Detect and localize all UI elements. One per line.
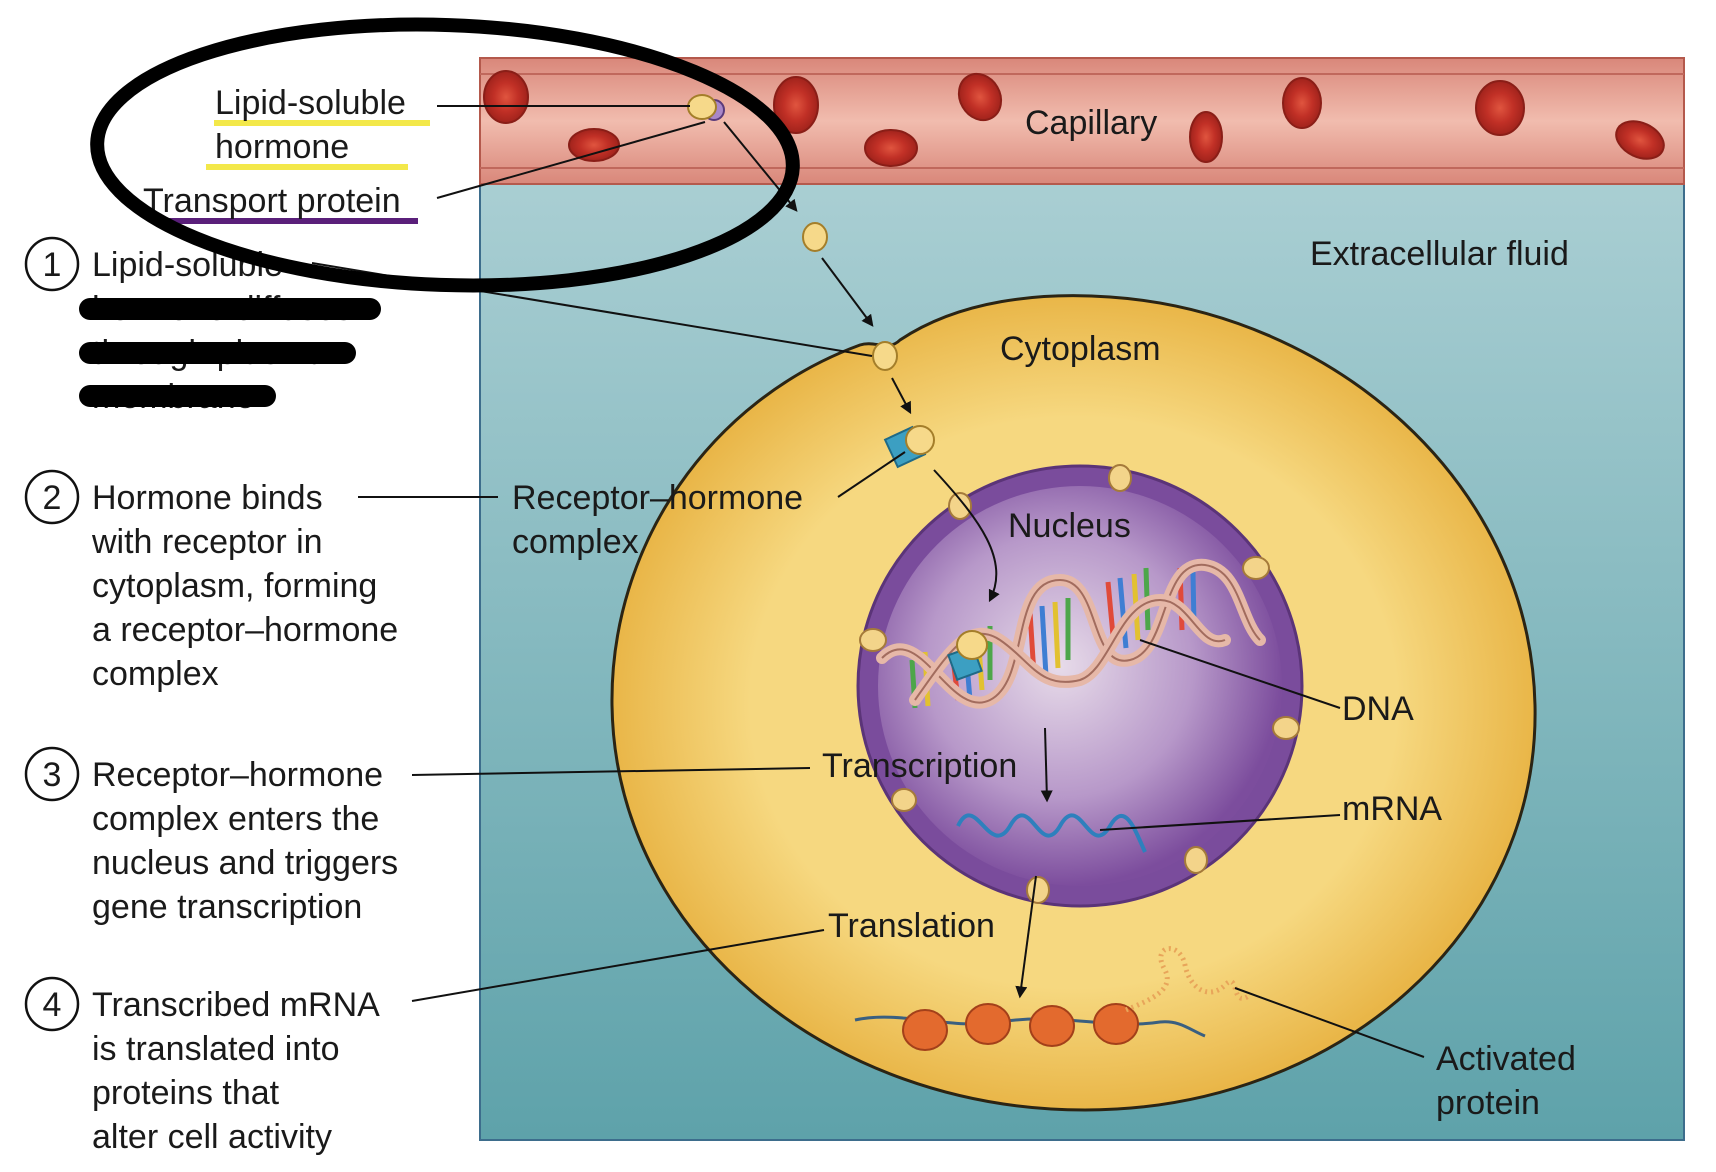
step-4: 4 Transcribed mRNA is translated into pr… — [24, 976, 380, 1156]
step-text-line: complex enters the — [92, 800, 379, 838]
hormone-pathway — [687, 94, 1053, 999]
step-number: 1 — [43, 246, 62, 284]
step-number: 2 — [43, 479, 62, 517]
dna-label: DNA — [1342, 690, 1414, 728]
step-text-line: a receptor–hormone — [92, 611, 398, 649]
mrna-strand — [956, 813, 1147, 853]
transport-protein-label: Transport protein — [143, 182, 401, 220]
nuclear-pore — [1272, 716, 1300, 740]
receptor-hormone-complex-label: Receptor–hormone — [512, 479, 803, 517]
ribosome — [902, 1009, 948, 1051]
extracellular-fluid-label: Extracellular fluid — [1310, 235, 1569, 273]
hormone-molecule — [905, 425, 935, 455]
ribosomes — [854, 1003, 1206, 1051]
step-number-circle — [24, 469, 80, 525]
step-number-circle — [24, 236, 80, 292]
red-blood-cell — [483, 70, 529, 124]
activated-protein-chain — [1125, 946, 1252, 1013]
cytoplasm-label: Cytoplasm — [1000, 330, 1161, 368]
red-blood-cells — [483, 70, 1665, 167]
lipid-soluble-hormone-label: hormone — [215, 128, 349, 166]
nuclear-pore — [1242, 556, 1270, 580]
nuclear-pore — [859, 628, 887, 652]
nuclear-pore — [948, 492, 972, 520]
ribosome — [1029, 1005, 1075, 1047]
step-number: 4 — [43, 986, 62, 1024]
step-number: 3 — [43, 756, 62, 794]
nuclear-pore — [1108, 464, 1132, 492]
ribosome — [1093, 1003, 1139, 1045]
nuclear-pore — [891, 788, 917, 812]
red-blood-cell — [773, 76, 819, 134]
hormone-molecule — [687, 94, 717, 120]
nuclear-pore — [1184, 846, 1208, 874]
step-number-circle — [24, 976, 80, 1032]
step-3: 3 Receptor–hormone complex enters the nu… — [24, 746, 398, 926]
red-blood-cell — [1475, 80, 1525, 136]
nucleus-label: Nucleus — [1008, 507, 1131, 545]
redaction-marks — [79, 298, 381, 407]
red-blood-cell — [864, 129, 918, 167]
step-text-line: gene transcription — [92, 888, 362, 926]
nuclear-pore — [1026, 876, 1050, 904]
activated-protein-label: protein — [1436, 1084, 1540, 1122]
mrna-label: mRNA — [1342, 790, 1442, 828]
step-text-line: complex — [92, 655, 219, 693]
lipid-soluble-hormone-label: Lipid-soluble — [215, 84, 406, 122]
red-blood-cell — [1615, 120, 1665, 160]
step-text-line: with receptor in — [91, 523, 323, 561]
transcription-label: Transcription — [822, 747, 1017, 785]
red-blood-cell — [1282, 77, 1322, 129]
receptor-hormone-on-dna — [947, 630, 988, 681]
hormone-molecule — [872, 341, 898, 371]
red-blood-cell — [957, 72, 1003, 122]
step-1: 1 Lipid-soluble hormone diffuses through… — [24, 236, 381, 416]
translation-label: Translation — [828, 907, 995, 945]
red-blood-cell — [568, 128, 620, 162]
step-number-circle — [24, 746, 80, 802]
step-text-line: Receptor–hormone — [92, 756, 383, 794]
step-text-line: Hormone binds — [92, 479, 323, 517]
step-text-line: Transcribed mRNA — [92, 986, 380, 1024]
capillary-label: Capillary — [1025, 104, 1157, 142]
red-blood-cell — [1189, 111, 1223, 163]
step-text-line: alter cell activity — [92, 1118, 332, 1156]
activated-protein-label: Activated — [1436, 1040, 1576, 1078]
receptor-hormone-complex-label: complex — [512, 523, 639, 561]
step-text-line: is translated into — [92, 1030, 340, 1068]
ribosome — [965, 1003, 1011, 1045]
annotation-circle — [90, 17, 800, 293]
step-text-line: proteins that — [92, 1074, 280, 1112]
leader-lines — [311, 105, 1425, 1058]
step-2: 2 Hormone binds with receptor in cytopla… — [24, 469, 398, 693]
step-text-line: cytoplasm, forming — [92, 567, 377, 605]
hormone-molecule — [802, 222, 828, 252]
step-text-line: nucleus and triggers — [92, 844, 398, 882]
